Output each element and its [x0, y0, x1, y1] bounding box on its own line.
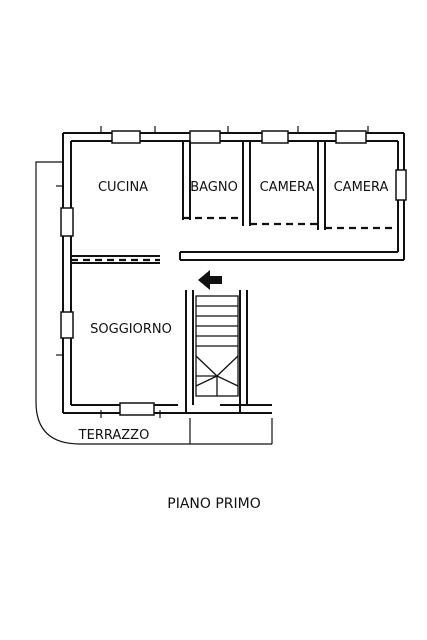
staircase — [195, 295, 239, 397]
wall-ticks — [56, 126, 369, 418]
terrace-outline — [35, 161, 273, 445]
stair-arrow-icon — [198, 270, 222, 290]
door-openings — [71, 216, 398, 262]
floor-title: PIANO PRIMO — [167, 496, 261, 512]
room-label-soggiorno: SOGGIORNO — [90, 322, 172, 337]
room-label-cucina: CUCINA — [98, 180, 148, 195]
outdoor-label-terrazzo: TERRAZZO — [78, 428, 150, 443]
room-label-bagno: BAGNO — [190, 180, 238, 195]
room-label-camera-1: CAMERA — [260, 180, 315, 195]
room-label-camera-2: CAMERA — [334, 180, 389, 195]
windows — [60, 130, 407, 416]
interior-walls — [71, 141, 326, 413]
